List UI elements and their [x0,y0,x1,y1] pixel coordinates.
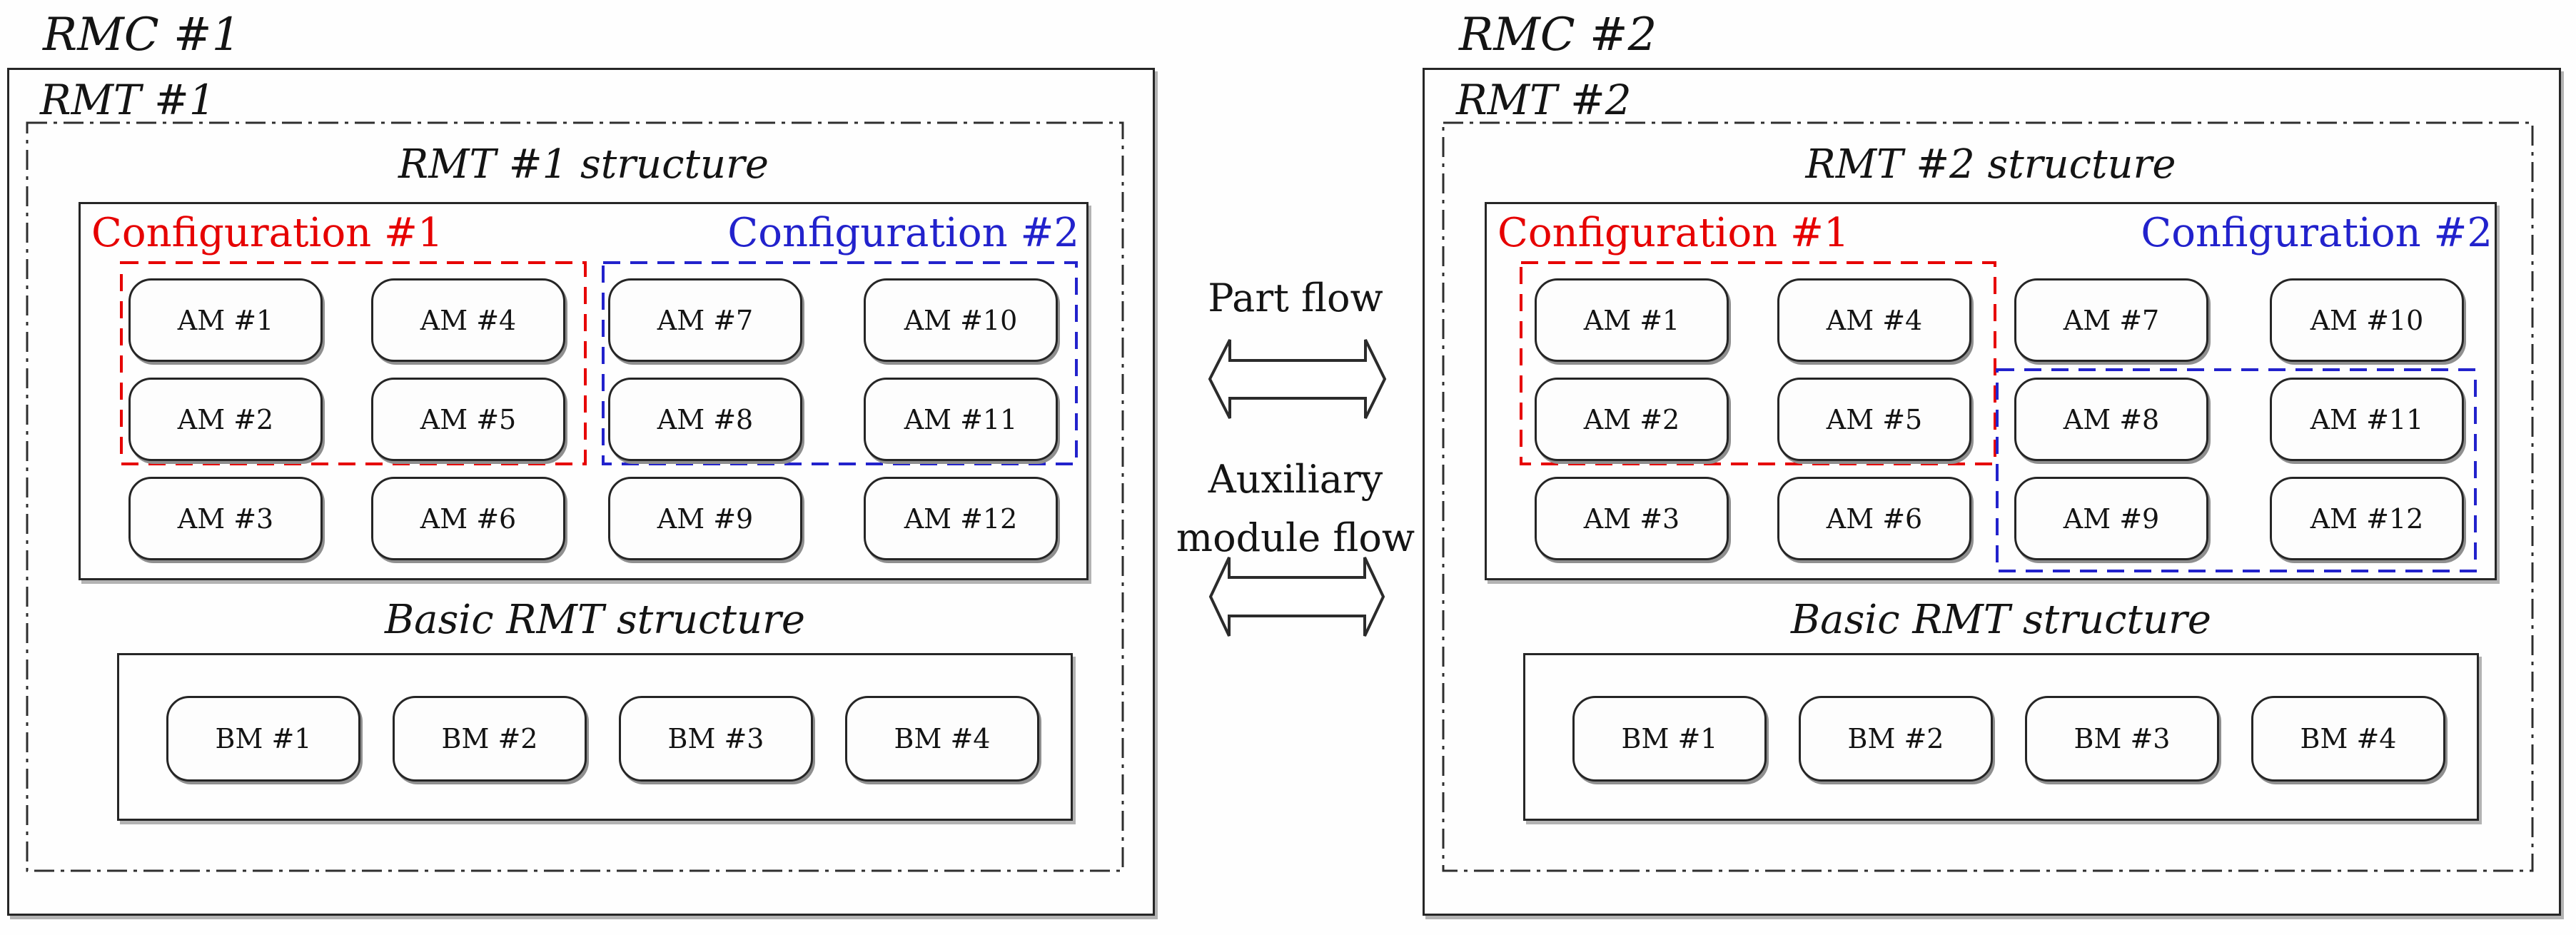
rmt2-structure-box [1485,202,2497,580]
rmc1-am-2-box: AM #2 [128,378,323,461]
rmc2-am-8-box: AM #8 [2014,378,2208,461]
rmc1-am-12-box: AM #12 [864,477,1058,560]
rmc2-config2-dashed-box [1996,368,2477,572]
rmc1-bm-4-box: BM #4 [845,696,1039,782]
rmc1-config2-dashed-box [602,261,1078,465]
rmc2-bm-1-box: BM #1 [1572,696,1767,782]
rmc1-outer-box [7,68,1155,916]
rmc2-am-10-box: AM #10 [2270,278,2464,362]
aux-module-flow-label-line1: Auxiliary [1208,457,1383,502]
rmc2-bm-3-box: BM #3 [2025,696,2219,782]
rmc1-am-11-box: AM #11 [864,378,1058,461]
rmc1-am-9-box: AM #9 [608,477,802,560]
part-flow-label: Part flow [1208,276,1383,320]
rmc1-bm-1-box: BM #1 [166,696,360,782]
aux-module-flow-label-line2: module flow [1176,515,1415,560]
rmc2-config2-label: Configuration #2 [2141,210,2492,256]
rmc2-am-7-box: AM #7 [2014,278,2208,362]
rmc1-am-5-box: AM #5 [371,378,565,461]
rmc2-basic-structure-box [1523,653,2479,821]
rmc2-am-11-box: AM #11 [2270,378,2464,461]
rmc2-am-6-box: AM #6 [1777,477,1971,560]
rmc2-basic-structure-title: Basic RMT structure [1791,597,2211,643]
rmc1-am-8-box: AM #8 [608,378,802,461]
rmc1-title: RMC #1 [43,9,241,61]
rmt1-structure-box [79,202,1089,580]
rmc1-am-1-box: AM #1 [128,278,323,362]
aux-module-flow-arrow-icon [1208,557,1385,637]
rmc1-am-4-box: AM #4 [371,278,565,362]
rmc2-bm-4-box: BM #4 [2251,696,2445,782]
rmt1-label: RMT #1 [40,76,216,124]
rmc1-am-7-box: AM #7 [608,278,802,362]
rmc2-am-1-box: AM #1 [1535,278,1729,362]
rmc1-am-6-box: AM #6 [371,477,565,560]
aux-module-flow-label: Auxiliary module flow [1141,450,1450,567]
rmc1-basic-structure-box [117,653,1073,821]
rmt2-dashdot-border [1442,121,2534,872]
rmt1-dashdot-border [26,121,1124,872]
rmc1-config2-label: Configuration #2 [727,210,1079,256]
rmc1-basic-structure-title: Basic RMT structure [385,597,805,643]
rmt1-structure-title: RMT #1 structure [398,141,769,188]
rmc1-bm-2-box: BM #2 [393,696,587,782]
rmc2-am-3-box: AM #3 [1535,477,1729,560]
rmt2-label: RMT #2 [1456,76,1632,124]
rmc2-outer-box [1423,68,2561,916]
rmc2-am-12-box: AM #12 [2270,477,2464,560]
rmc1-config1-dashed-box [120,261,587,465]
part-flow-arrow-icon [1208,339,1387,419]
rmc2-config1-label: Configuration #1 [1497,210,1849,256]
rmc2-title: RMC #2 [1459,9,1657,61]
rmc2-am-5-box: AM #5 [1777,378,1971,461]
rmc2-am-2-box: AM #2 [1535,378,1729,461]
rmc1-am-10-box: AM #10 [864,278,1058,362]
rmc2-am-4-box: AM #4 [1777,278,1971,362]
rmc1-config1-label: Configuration #1 [91,210,443,256]
rmc2-config1-dashed-box [1520,261,1996,465]
rmc1-bm-3-box: BM #3 [619,696,813,782]
rmc2-bm-2-box: BM #2 [1799,696,1993,782]
rmt2-structure-title: RMT #2 structure [1805,141,2176,188]
rmc2-am-9-box: AM #9 [2014,477,2208,560]
rmc1-am-3-box: AM #3 [128,477,323,560]
